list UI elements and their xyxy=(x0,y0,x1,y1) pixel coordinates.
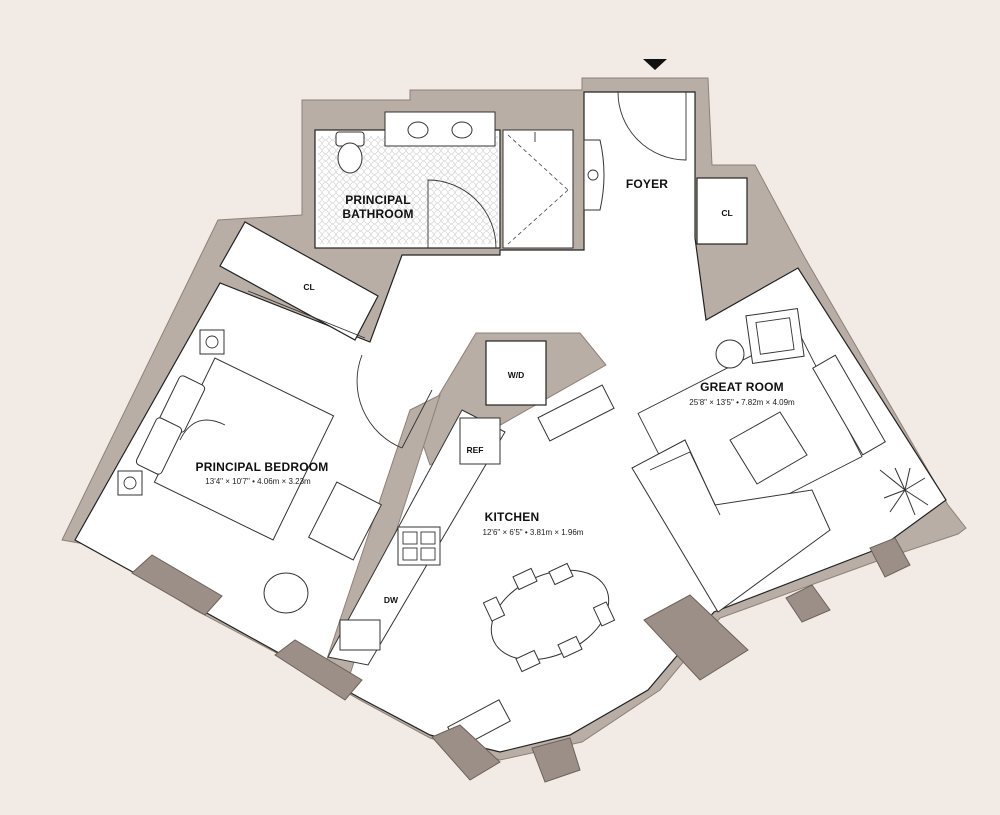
nightstand-top xyxy=(199,329,225,355)
bedroom-door xyxy=(356,354,403,449)
dishwasher-label: DW xyxy=(384,595,399,605)
foyer-basin xyxy=(583,139,605,211)
media-console xyxy=(812,354,886,456)
bathroom-label-line2: BATHROOM xyxy=(342,207,413,221)
dining-chair-4 xyxy=(548,562,574,586)
kitchen-sink xyxy=(339,619,381,651)
coffee-table xyxy=(729,411,808,485)
entry-door xyxy=(617,91,687,161)
dining-chair-6 xyxy=(557,635,583,659)
shower xyxy=(502,129,574,249)
kitchen-console xyxy=(537,384,615,442)
pillow-bottom xyxy=(135,417,183,475)
bedroom-dims: 13'4" × 10'7" • 4.06m × 3.23m xyxy=(205,477,311,486)
great-room-label: GREAT ROOM xyxy=(700,380,784,394)
dining-chair-1 xyxy=(482,596,506,622)
bathroom-label-line1: PRINCIPAL xyxy=(345,193,411,207)
sink-left xyxy=(407,121,429,139)
foyer-label: FOYER xyxy=(626,177,668,191)
plant-icon xyxy=(879,467,929,516)
bedroom-closet xyxy=(219,221,379,341)
bedroom-label: PRINCIPAL BEDROOM xyxy=(196,460,329,474)
dining-chair-3 xyxy=(512,567,538,591)
washer-dryer-label: W/D xyxy=(508,370,525,380)
lamp-top-icon xyxy=(205,335,219,349)
refrigerator xyxy=(459,417,501,465)
bedroom-closet-label: CL xyxy=(303,282,314,292)
entry-marker-icon xyxy=(643,59,667,70)
vanity xyxy=(384,111,496,147)
foyer-closet xyxy=(696,177,748,245)
great-room-dims: 25'8" × 13'5" • 7.82m × 4.09m xyxy=(689,398,795,407)
cooktop xyxy=(397,526,441,566)
refrigerator-label: REF xyxy=(467,445,484,455)
lamp-bottom-icon xyxy=(123,476,137,490)
kitchen-dims: 12'6" × 6'5" • 3.81m × 1.96m xyxy=(483,528,584,537)
dining-chair-2 xyxy=(592,601,616,627)
sofa xyxy=(631,439,831,613)
foyer-closet-label: CL xyxy=(721,208,732,218)
bedroom-chair xyxy=(263,572,309,614)
bathroom-door xyxy=(427,179,497,249)
sink-right xyxy=(451,121,473,139)
armchair xyxy=(745,308,805,364)
washer-dryer xyxy=(485,340,547,406)
side-table xyxy=(715,339,745,369)
bedroom-dresser xyxy=(307,481,383,561)
nightstand-bottom xyxy=(117,470,143,496)
kitchen-label: KITCHEN xyxy=(485,510,540,524)
toilet-bowl xyxy=(337,142,363,174)
facade-columns xyxy=(131,537,911,783)
dining-chair-5 xyxy=(515,649,541,673)
